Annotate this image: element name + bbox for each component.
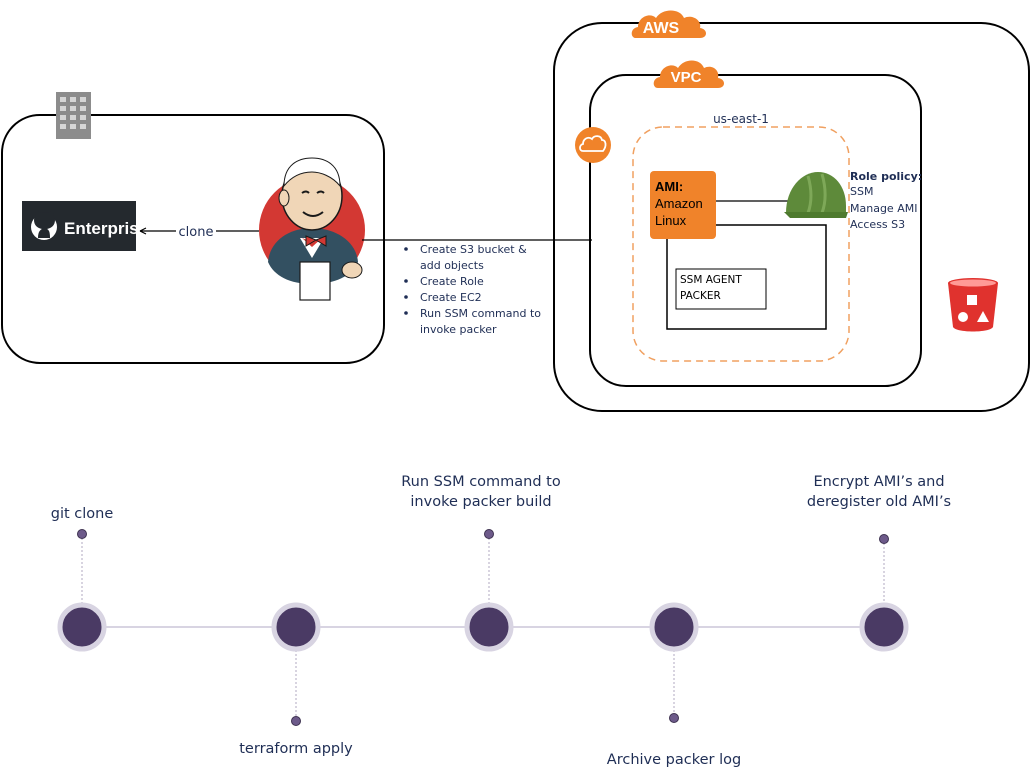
timeline-label-run-ssm: Run SSM command to invoke packer build (401, 474, 561, 510)
timeline-tick (291, 716, 301, 726)
ami-os-line1: Amazon (655, 196, 703, 211)
ami-title: AMI: (655, 179, 683, 194)
s3-bucket-icon (948, 278, 998, 332)
role-policy-item: Access S3 (850, 218, 905, 231)
timeline-node-git-clone (57, 602, 107, 652)
github-enterprise-logo: Enterprise (22, 201, 148, 251)
vpc-container (589, 74, 922, 387)
timeline-label-terraform-apply: terraform apply (239, 741, 353, 757)
region-boundary (632, 126, 850, 362)
timeline-node-archive (649, 602, 699, 652)
packer-label: PACKER (680, 290, 721, 302)
role-policy-item: SSM (850, 185, 873, 198)
ec2-instance-box (666, 224, 827, 330)
step-item: Run SSM command to (420, 307, 541, 320)
timeline-label-archive: Archive packer log (606, 752, 742, 768)
role-policy-title: Role policy: (850, 170, 922, 183)
step-item: Create EC2 (420, 291, 482, 304)
building-icon (56, 92, 91, 139)
jenkins-icon (259, 157, 365, 301)
step-item-cont: add objects (420, 259, 484, 272)
step-item: Create Role (420, 275, 484, 288)
timeline-node-encrypt (859, 602, 909, 652)
timeline-tick (879, 534, 889, 544)
ami-box (650, 171, 716, 239)
step-item-cont: invoke packer (420, 323, 497, 336)
aws-label: AWS (643, 20, 680, 37)
timeline-tick (484, 529, 494, 539)
clone-label: clone (179, 225, 214, 240)
on-prem-container (1, 114, 385, 364)
timeline-node-run-ssm (464, 602, 514, 652)
timeline-tick (77, 529, 87, 539)
aws-cloud-badge: AWS (631, 10, 706, 38)
timeline-node-terraform-apply (271, 602, 321, 652)
vpc-cloud-badge: VPC (653, 60, 724, 88)
region-label: us-east-1 (713, 112, 769, 126)
jenkins-steps-list: Create S3 bucket & add objects Create Ro… (404, 243, 541, 336)
github-octocat-icon (31, 211, 57, 240)
role-policy-item: Manage AMI (850, 202, 917, 215)
iam-role-helmet-icon (784, 172, 848, 218)
aws-container (553, 22, 1030, 412)
timeline (57, 529, 909, 726)
timeline-label-encrypt: Encrypt AMI’s and deregister old AMI’s (806, 474, 952, 510)
cloud-icon (575, 127, 611, 163)
timeline-label-git-clone: git clone (50, 506, 114, 522)
step-item: Create S3 bucket & (420, 243, 527, 256)
vpc-label: VPC (671, 69, 702, 86)
timeline-tick (669, 713, 679, 723)
ssm-agent-box (675, 268, 767, 310)
ami-os-line2: Linux (655, 213, 687, 228)
github-enterprise-label: Enterprise (64, 219, 148, 238)
ssm-agent-label: SSM AGENT (680, 274, 742, 286)
